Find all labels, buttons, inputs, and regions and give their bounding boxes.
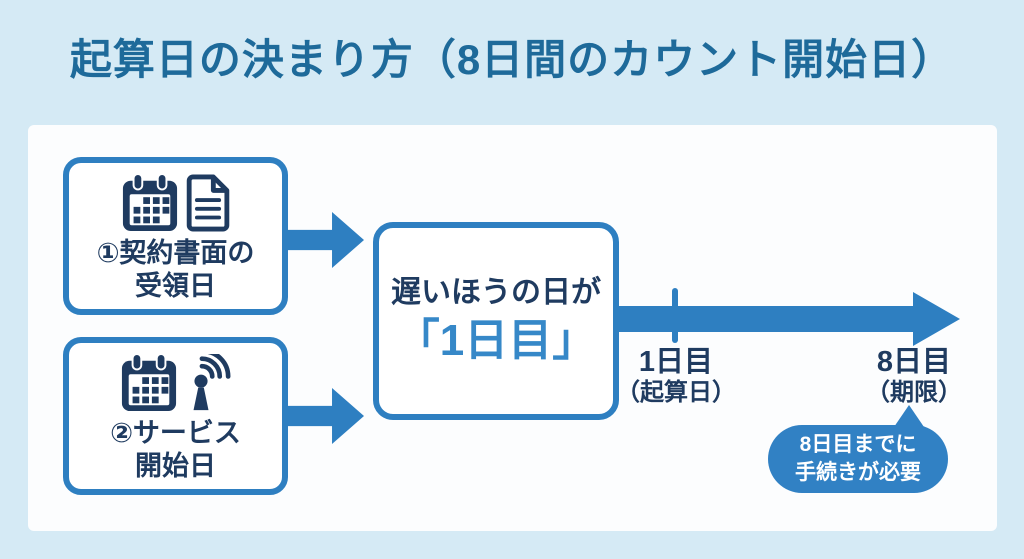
source-box-label: ①契約書面の 受領日 [97,237,255,303]
callout-line1: 8日目までに [799,432,917,456]
antenna-icon [193,354,230,411]
result-box-line2: 「1日目」 [395,315,597,365]
icon-row [120,351,232,415]
source-box-service-start: ②サービス 開始日 [63,337,288,495]
timeline-end-label: 8日目 （期限） [834,346,994,406]
source-box-label-line2: 開始日 [135,451,216,481]
document-icon [186,174,229,232]
result-box-line1: 遅いほうの日が [391,275,601,309]
timeline-start-label: 1日目 （起算日） [596,346,756,406]
source-box-label: ②サービス 開始日 [110,417,241,483]
source-box-label-line1: ②サービス [110,418,241,449]
timeline-end-day: 8日目 [876,346,952,378]
icon-row [121,171,231,235]
page-title: 起算日の決まり方（8日間のカウント開始日） [69,36,955,83]
calendar-icon [121,353,176,412]
source-box-label-line2: 受領日 [135,271,216,301]
callout-line2: 手続きが必要 [795,461,921,484]
timeline-day1-tick [672,288,678,343]
calendar-icon [122,173,177,232]
callout-tail-pointer [894,405,924,427]
result-box: 遅いほうの日が 「1日目」 [373,222,619,420]
deadline-callout-bubble: 8日目までに 手続きが必要 [768,405,948,493]
timeline-start-sublabel: （起算日） [616,378,736,406]
source-box-contract-receipt: ①契約書面の 受領日 [63,157,288,315]
timeline-end-sublabel: （期限） [866,378,962,406]
timeline-start-day: 1日目 [638,346,714,378]
source-box-label-line1: ①契約書面の [96,238,255,269]
